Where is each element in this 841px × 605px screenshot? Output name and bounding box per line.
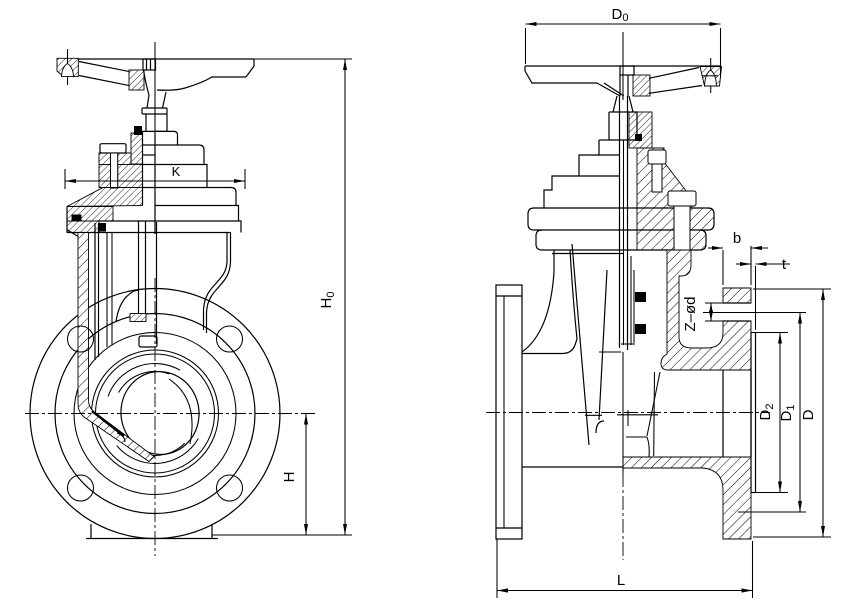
svg-text:L: L	[617, 572, 625, 589]
svg-text:D: D	[800, 409, 817, 420]
svg-text:K: K	[172, 164, 181, 179]
svg-text:Z–ød: Z–ød	[682, 296, 699, 331]
svg-text:H: H	[281, 472, 298, 483]
svg-text:t: t	[782, 256, 787, 273]
svg-text:b: b	[733, 230, 741, 247]
